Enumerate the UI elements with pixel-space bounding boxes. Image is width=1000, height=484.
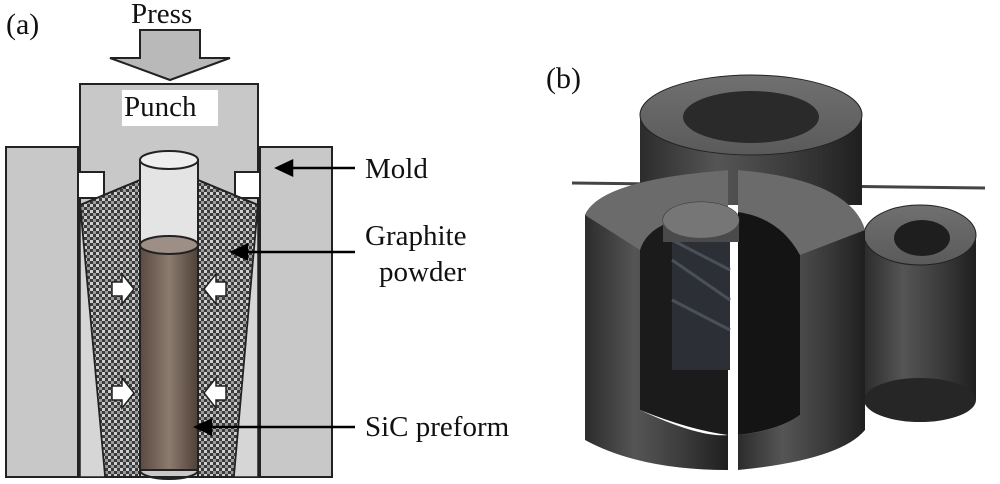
sic-preform-label: SiC preform — [365, 411, 510, 443]
pressure-arrow-right-lower — [203, 375, 227, 411]
composite-rod — [662, 201, 740, 370]
schematic-panel-a — [5, 29, 355, 480]
graphite-leader-arrow — [229, 243, 355, 261]
pressure-arrow-left-lower — [111, 375, 135, 411]
sic-preform — [139, 244, 199, 471]
preform-leader-arrow — [193, 418, 355, 436]
mold-left-wall — [5, 146, 79, 478]
panel-a-label: (a) — [6, 8, 40, 41]
mold-leader-arrow — [274, 159, 355, 177]
press-arrow — [109, 29, 231, 82]
panel-b-label: (b) — [546, 62, 581, 95]
photo-panel-b — [571, 74, 986, 470]
graphite-powder-label-line2: powder — [379, 256, 466, 288]
graphite-powder-label-line1: Graphite — [365, 220, 467, 252]
mold-right-wall — [259, 146, 333, 478]
pressure-arrow-right-upper — [203, 271, 227, 307]
small-graphite-ring — [863, 204, 977, 422]
punch-label: Punch — [124, 91, 197, 123]
split-mold-right-half — [738, 170, 865, 470]
mold-label: Mold — [365, 153, 428, 185]
pressure-arrow-left-upper — [111, 271, 135, 307]
press-label: Press — [131, 0, 193, 30]
